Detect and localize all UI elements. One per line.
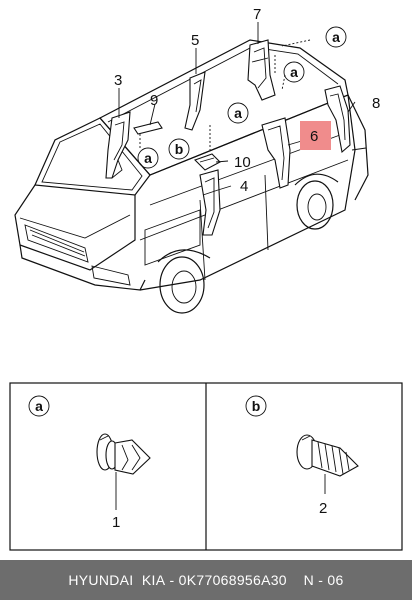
detail-b: b 2 [245,395,359,517]
part-4-b-pillar-lower [199,169,221,236]
svg-text:a: a [234,105,242,121]
svg-text:a: a [332,29,340,45]
detail-a: a 1 [28,395,151,531]
detail-b-marker: b [252,398,261,414]
callout-9: 9 [150,92,158,109]
marker-a-center: a [227,102,249,124]
part-9-bracket [133,121,163,135]
footer-brand: HYUNDAI KIA [68,572,166,588]
leader-lines [118,22,356,191]
part-7-c-pillar-upper [247,39,276,101]
footer-separator: - [165,572,179,588]
footer-part-number: 0K77068956A30 [178,572,287,588]
callout-6-highlight [300,121,331,150]
footer-page: N - 06 [303,572,344,588]
svg-text:a: a [144,150,152,166]
callout-4: 4 [240,178,248,195]
callout-6: 6 [310,128,318,145]
parts-diagram: 3 9 5 7 8 10 4 6 a a a a b [9,6,403,551]
callout-8: 8 [372,95,380,112]
detail-a-marker: a [35,398,43,414]
circle-markers: a a a a b [137,26,347,169]
marker-a-roof-mid: a [283,61,305,83]
marker-a-front: a [137,147,159,169]
part-8-d-pillar-trim [324,85,351,154]
marker-b-front: b [168,138,190,160]
callout-10: 10 [234,154,251,171]
part-3-a-pillar-trim [105,111,131,179]
callout-7: 7 [253,6,261,23]
svg-text:a: a [290,64,298,80]
footer-spacer [287,572,304,588]
callout-3: 3 [114,72,122,89]
marker-a-roof-right: a [325,26,347,48]
part-6-c-pillar-lower [261,117,291,189]
screw-icon [296,434,359,477]
push-clip-icon [96,433,151,475]
callout-5: 5 [191,32,199,49]
callout-2: 2 [319,500,327,517]
footer-bar: HYUNDAI KIA - 0K77068956A30 N - 06 [0,560,412,600]
svg-text:b: b [175,141,184,157]
fastener-detail-panel: a 1 b [9,382,403,551]
callout-1: 1 [112,514,120,531]
callouts: 3 9 5 7 8 10 4 6 [114,6,380,195]
trim-parts [105,39,351,236]
